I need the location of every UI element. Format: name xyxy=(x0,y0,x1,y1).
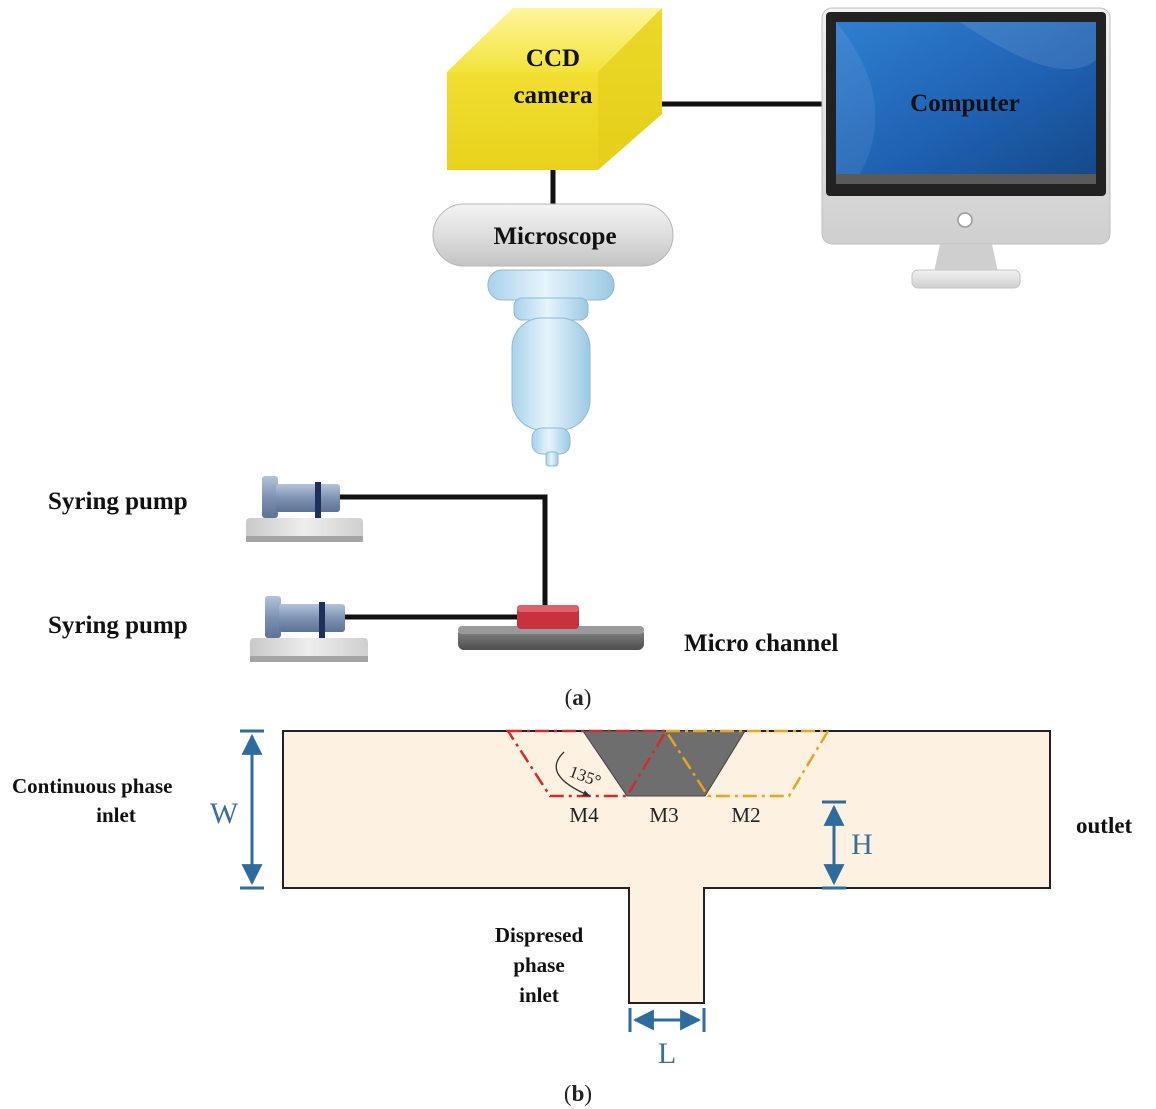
power-button xyxy=(957,212,973,228)
m2-outline xyxy=(663,729,831,798)
height-dimension xyxy=(822,800,846,890)
panel-b: 135° M4 M3 M2 W H L Continuous phase inl… xyxy=(12,729,1133,1106)
angle-arc xyxy=(555,751,591,797)
computer-label: Computer xyxy=(910,90,1020,117)
length-dimension xyxy=(628,1008,706,1032)
monitor-stand xyxy=(934,244,998,272)
micro-channel-label: Micro channel xyxy=(684,630,838,657)
pump1-tube xyxy=(340,494,548,612)
camera-label-line1: CCD xyxy=(526,45,580,72)
microscope: Microscope xyxy=(432,203,674,467)
dispersed-inlet-label-line1: Dispresed xyxy=(495,923,584,947)
width-dimension xyxy=(240,729,264,890)
channel-outline xyxy=(282,730,1051,1004)
panel-a: CCD camera Computer Microscope xyxy=(48,7,1111,710)
m4-label: M4 xyxy=(569,803,599,827)
syringe-pump-1 xyxy=(246,476,363,542)
micro-channel-chip xyxy=(458,605,644,650)
m4-outline xyxy=(505,729,669,798)
m3-label: M3 xyxy=(649,803,678,827)
monitor-screen xyxy=(836,22,1096,174)
continuous-inlet-label-line1: Continuous phase xyxy=(12,774,172,798)
m3-obstacle xyxy=(582,730,746,797)
pump2-label: Syring pump xyxy=(48,612,188,639)
syringe-pump-2 xyxy=(250,596,368,662)
dispersed-inlet-label-line3: inlet xyxy=(519,983,559,1007)
microscope-label: Microscope xyxy=(493,223,616,250)
cables xyxy=(340,101,824,620)
caption-a: (a) xyxy=(565,685,592,710)
ccd-camera: CCD camera xyxy=(447,8,662,170)
dispersed-inlet-label-line2: phase xyxy=(513,953,564,977)
width-symbol: W xyxy=(210,797,239,830)
m2-label: M2 xyxy=(731,803,760,827)
objective-lens xyxy=(487,269,615,467)
continuous-inlet-label-line2: inlet xyxy=(96,803,136,827)
length-symbol: L xyxy=(658,1037,676,1070)
outlet-label: outlet xyxy=(1076,813,1133,838)
height-symbol: H xyxy=(851,828,873,861)
pump1-label: Syring pump xyxy=(48,488,188,515)
computer-monitor: Computer xyxy=(821,7,1111,289)
caption-b: (b) xyxy=(564,1081,592,1106)
camera-label-line2: camera xyxy=(513,82,593,109)
